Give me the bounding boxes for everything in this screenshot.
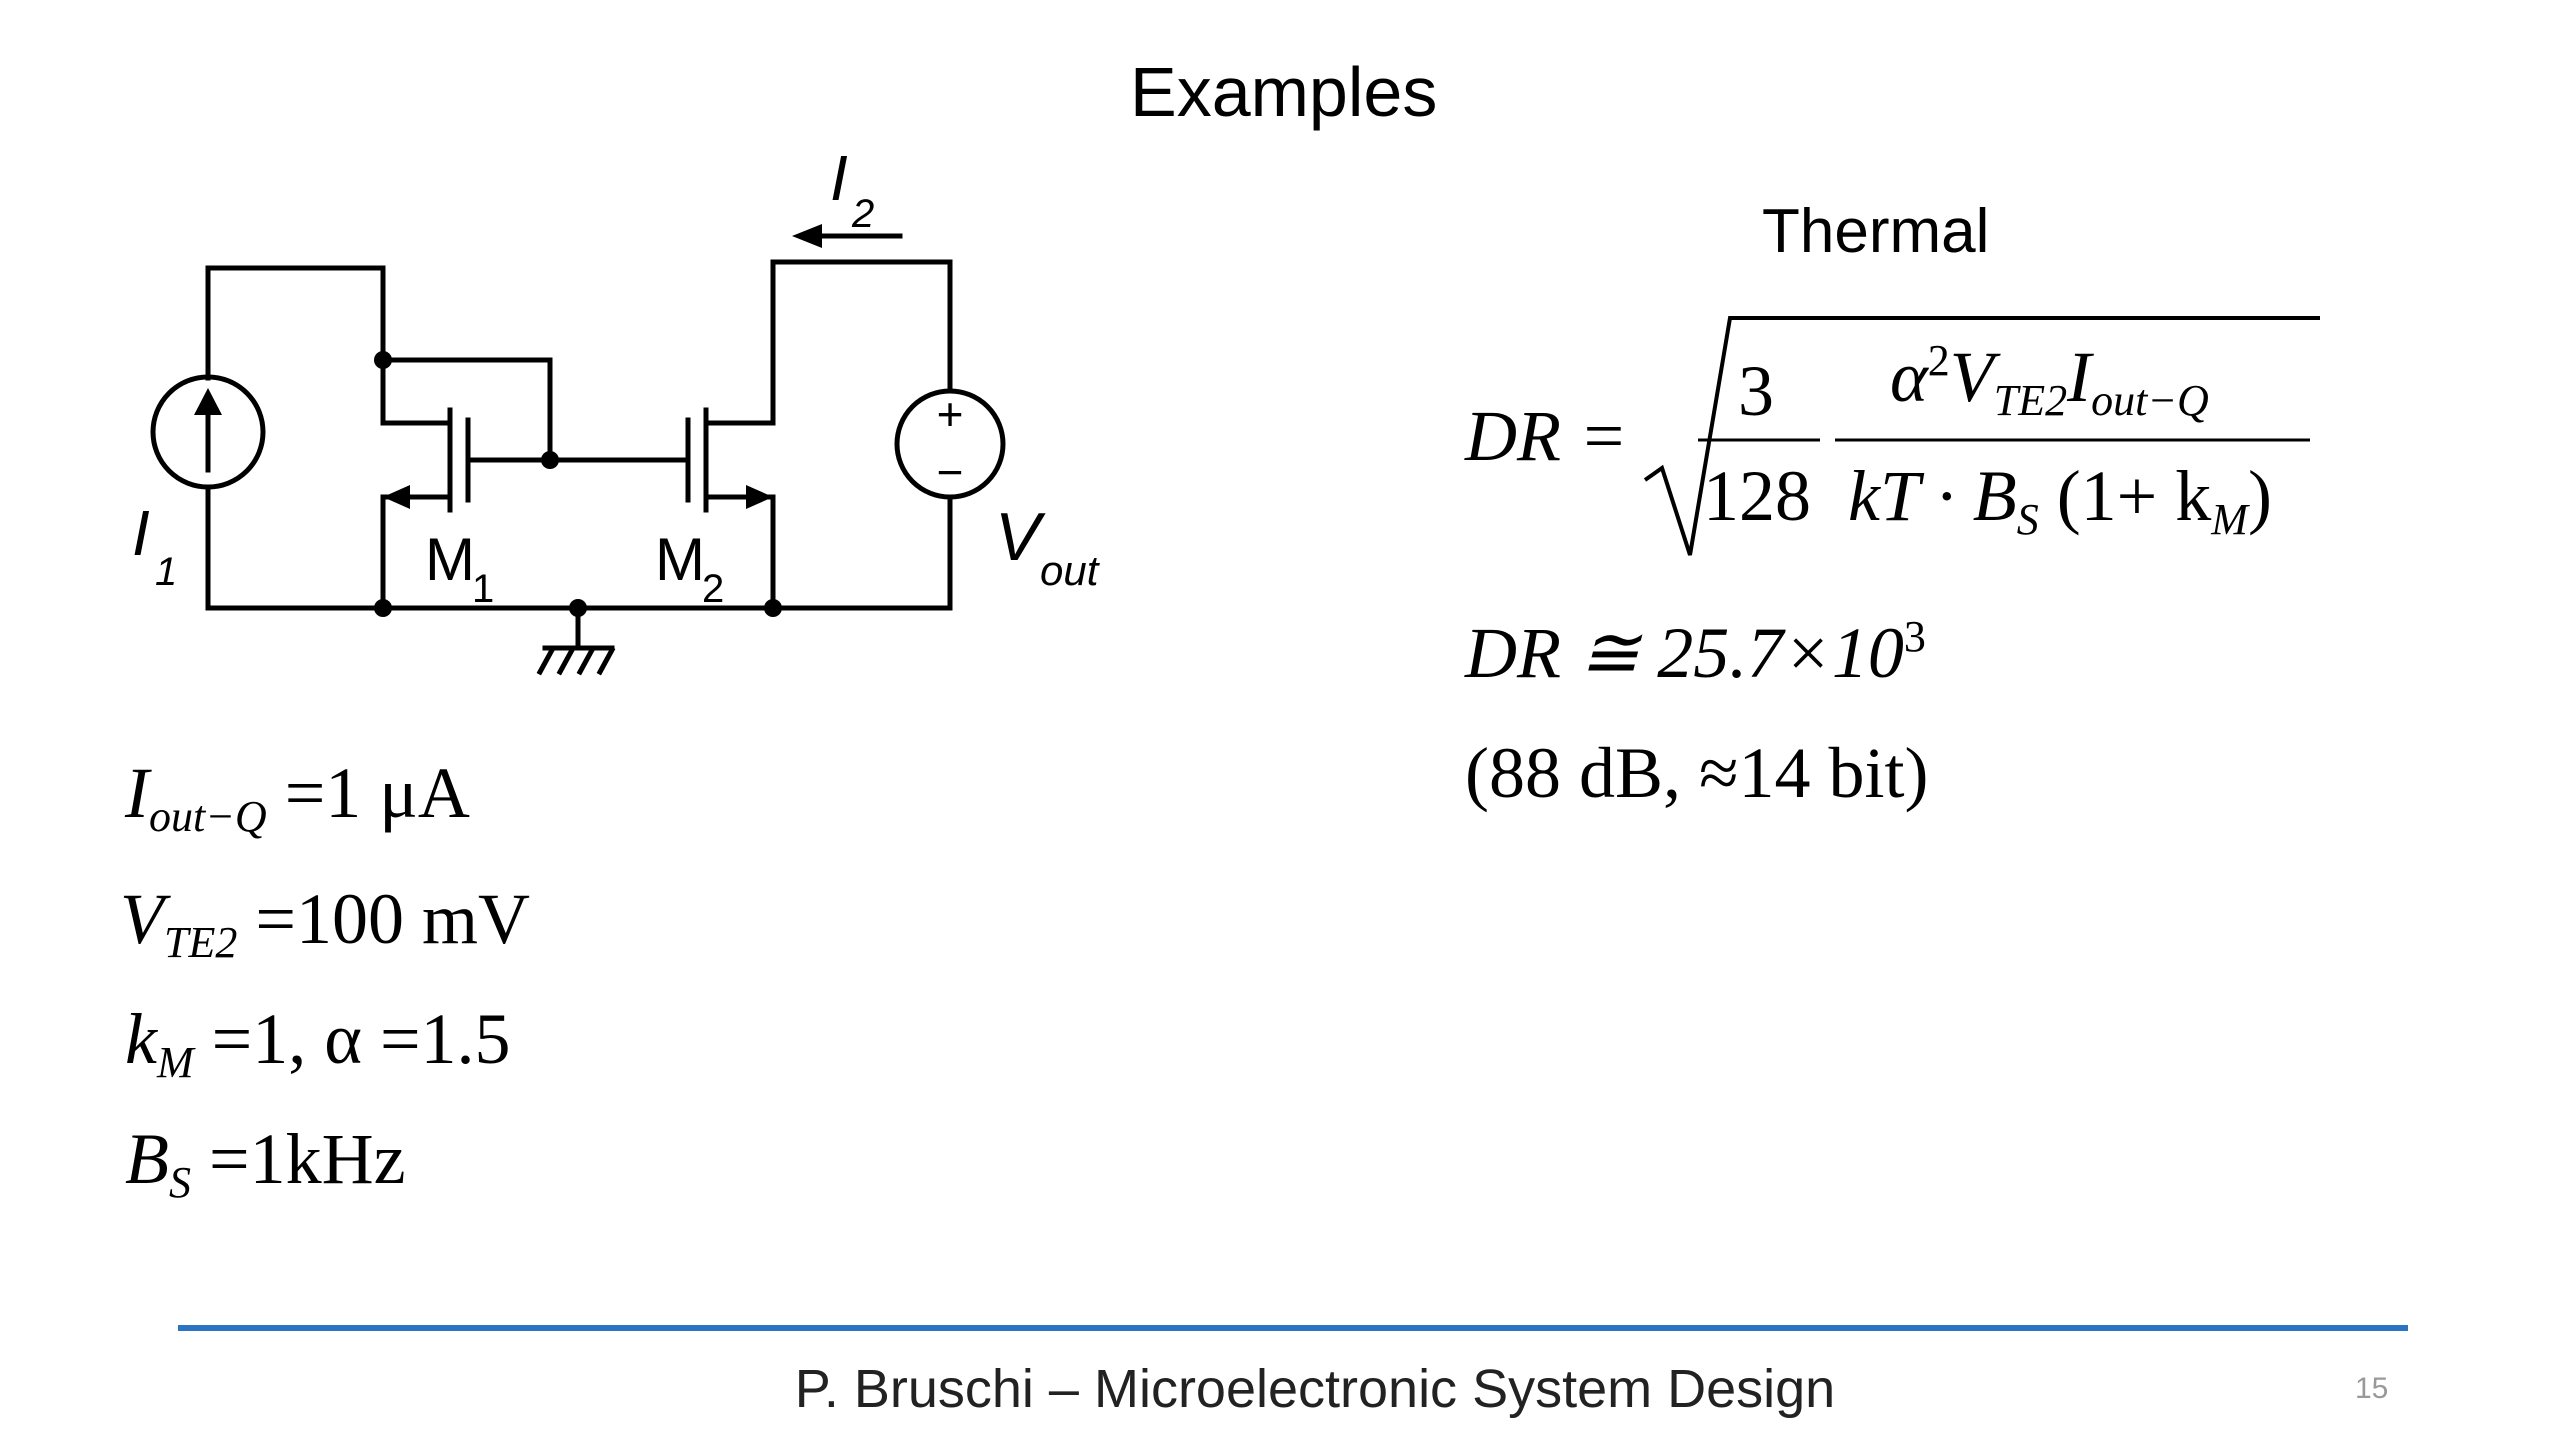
param-bs: BS =1kHz	[125, 1119, 406, 1207]
frac2-denominator: kT · BS (1+ kM)	[1848, 456, 2272, 544]
slide-title: Examples	[1130, 53, 1438, 131]
voltage-source-vout	[894, 388, 1006, 500]
footer-divider	[178, 1325, 2408, 1331]
wire-top-left	[205, 265, 386, 363]
label-i1: I	[132, 497, 150, 569]
footer-text: P. Bruschi – Microelectronic System Desi…	[794, 1359, 1836, 1419]
current-source-i1	[150, 374, 266, 490]
label-m1-sub: 1	[472, 567, 494, 611]
m1-source-arrow	[383, 485, 410, 509]
label-i1-sub: 1	[155, 550, 177, 594]
junction-dot	[541, 451, 559, 469]
frac2-numerator: α2VTE2Iout−Q	[1890, 336, 2209, 425]
junction-dot	[374, 351, 392, 369]
label-m2: M	[655, 526, 705, 593]
dr-approx: DR ≅ 25.7×103	[1465, 612, 1926, 693]
dr-lhs: DR =	[1465, 396, 1628, 476]
page-number: 15	[2355, 1372, 2389, 1405]
i1-arrow-head	[194, 388, 222, 415]
label-i2: I	[830, 142, 848, 214]
thermal-label: Thermal	[1762, 197, 1990, 266]
param-vte2: VTE2 =100 mV	[120, 879, 530, 967]
junction-dot	[764, 599, 782, 617]
param-km-alpha: kM =1, α =1.5	[125, 999, 511, 1087]
m2-source-arrow	[746, 485, 773, 509]
i2-arrow-head	[792, 224, 822, 248]
label-m1: M	[425, 526, 475, 593]
vout-plus-sign: +	[937, 388, 964, 440]
frac1-numerator: 3	[1738, 351, 1774, 431]
label-vout-sub: out	[1040, 547, 1101, 594]
junction-dot	[374, 599, 392, 617]
junction-dot	[569, 599, 587, 617]
circuit-diagram: + − I 1 I 2 M 1 M 2 V out	[132, 142, 1101, 676]
param-iout: Iout−Q =1 μA	[125, 753, 470, 841]
sqrt-sign	[1643, 316, 2320, 556]
label-vout: V	[995, 499, 1046, 575]
label-m2-sub: 2	[702, 567, 724, 611]
label-i2-sub: 2	[851, 192, 874, 236]
frac1-denominator: 128	[1703, 456, 1811, 536]
vout-minus-sign: −	[937, 446, 964, 498]
dr-db-bits: (88 dB, ≈14 bit)	[1465, 733, 1929, 813]
